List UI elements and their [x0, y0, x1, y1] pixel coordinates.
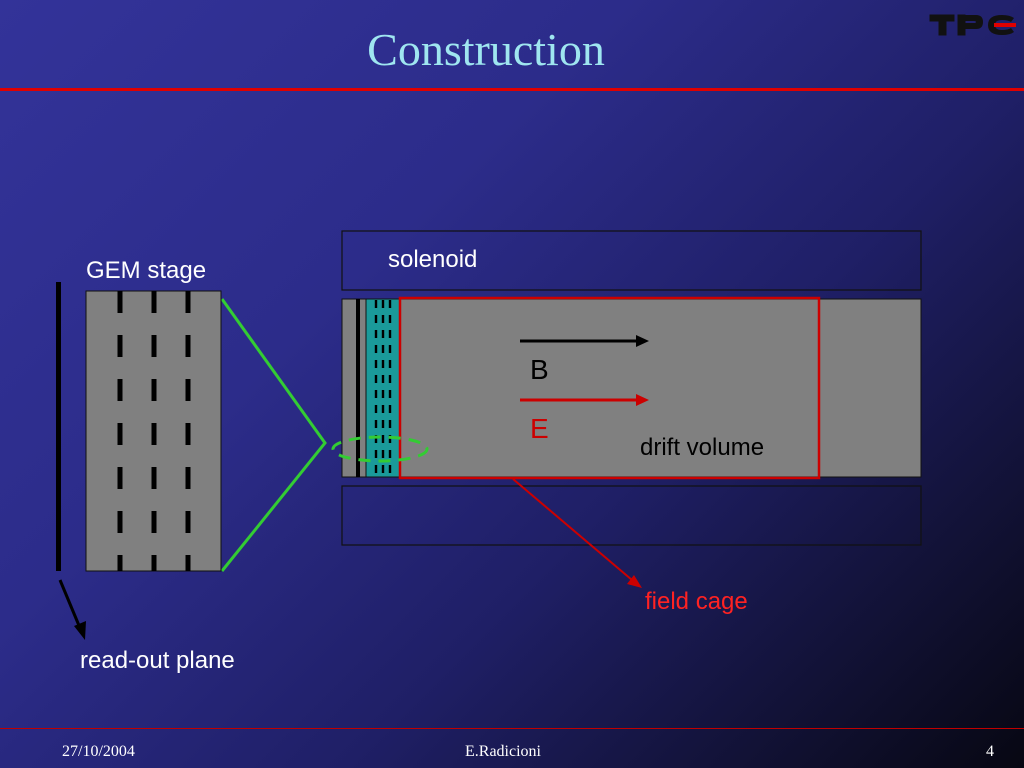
slide-title: Construction [367, 24, 605, 75]
readout-plane-large [56, 282, 61, 571]
gem-foils-large [117, 291, 191, 571]
b-field-arrowhead [636, 335, 649, 347]
footer-divider [0, 728, 1024, 729]
readout-pointer [58, 579, 82, 629]
footer-page-number: 4 [986, 743, 994, 760]
zoom-lines [220, 298, 327, 572]
tpc-logo-icon [929, 14, 1016, 36]
readout-pointer-head [74, 621, 86, 640]
b-field-label: B [530, 354, 549, 385]
gem-stage-small [365, 298, 401, 478]
field-cage-pointer [512, 478, 633, 581]
field-cage [398, 296, 821, 480]
footer-date: 27/10/2004 [62, 743, 135, 760]
gem-stage-label: GEM stage [86, 257, 207, 284]
e-field-label: E [530, 413, 549, 444]
detector-body [341, 298, 922, 478]
drift-volume-label: drift volume [640, 434, 765, 461]
solenoid-label: solenoid [388, 246, 478, 273]
zoom-highlight [331, 435, 429, 463]
field-cage-label: field cage [645, 588, 748, 615]
solenoid-upper [341, 230, 922, 291]
header-divider [0, 88, 1024, 91]
readout-plane-small [356, 299, 360, 477]
e-field-arrowhead [636, 394, 649, 406]
solenoid-lower [341, 485, 922, 546]
footer-author: E.Radicioni [465, 743, 541, 760]
field-cage-pointer-head [627, 575, 642, 588]
readout-plane-label: read-out plane [80, 647, 235, 674]
